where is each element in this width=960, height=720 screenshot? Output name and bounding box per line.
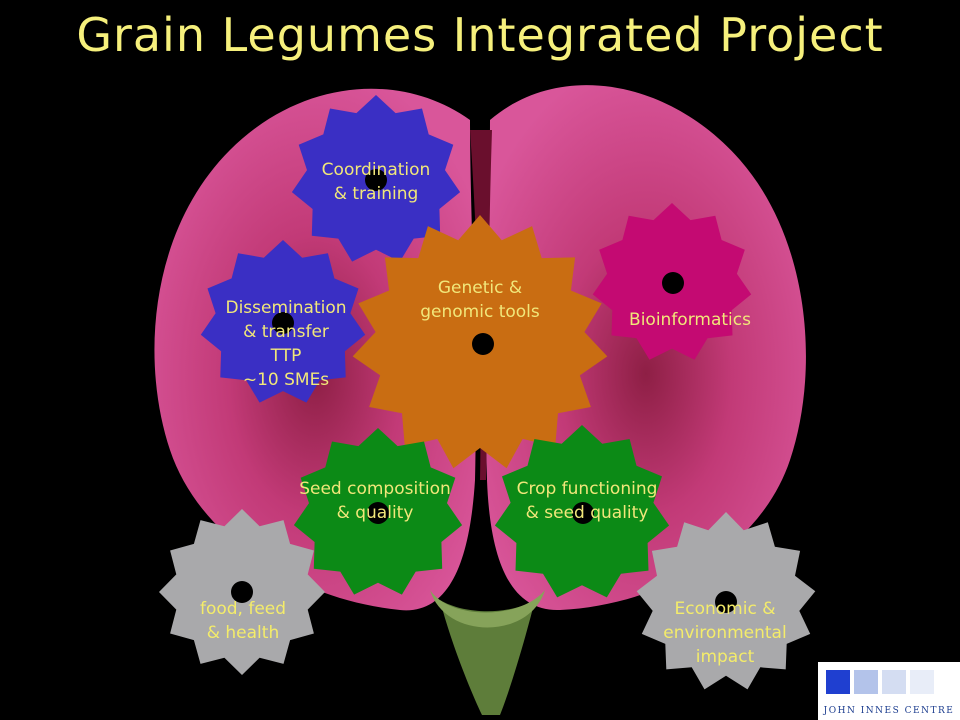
gear-crop-functioning [494,425,670,598]
gear-dissemination [200,240,366,403]
logo-square [882,670,906,694]
gear-seed-composition [293,428,463,595]
gear-bioinformatics [592,203,752,360]
gear-coordination [291,95,461,262]
slide-title: Grain Legumes Integrated Project [76,8,884,62]
gear-axle-dot [662,272,684,294]
gear-axle-dot [472,333,494,355]
gear-food-feed [159,509,325,675]
flower-stem [440,600,535,715]
gear-axle-dot [231,581,253,603]
gear-axle-dot [572,502,594,524]
logo-square [854,670,878,694]
logo-square [910,670,934,694]
flower-sepal [430,590,545,628]
gear-axle-dot [365,169,387,191]
logo-text: JOHN INNES CENTRE [823,706,955,716]
logo-square [826,670,850,694]
gear-axle-dot [272,312,294,334]
gear-axle-dot [367,502,389,524]
gear-economic [636,512,816,690]
john-innes-logo: JOHN INNES CENTRE [818,662,960,720]
gear-axle-dot [715,591,737,613]
gear-genetic [352,215,608,469]
